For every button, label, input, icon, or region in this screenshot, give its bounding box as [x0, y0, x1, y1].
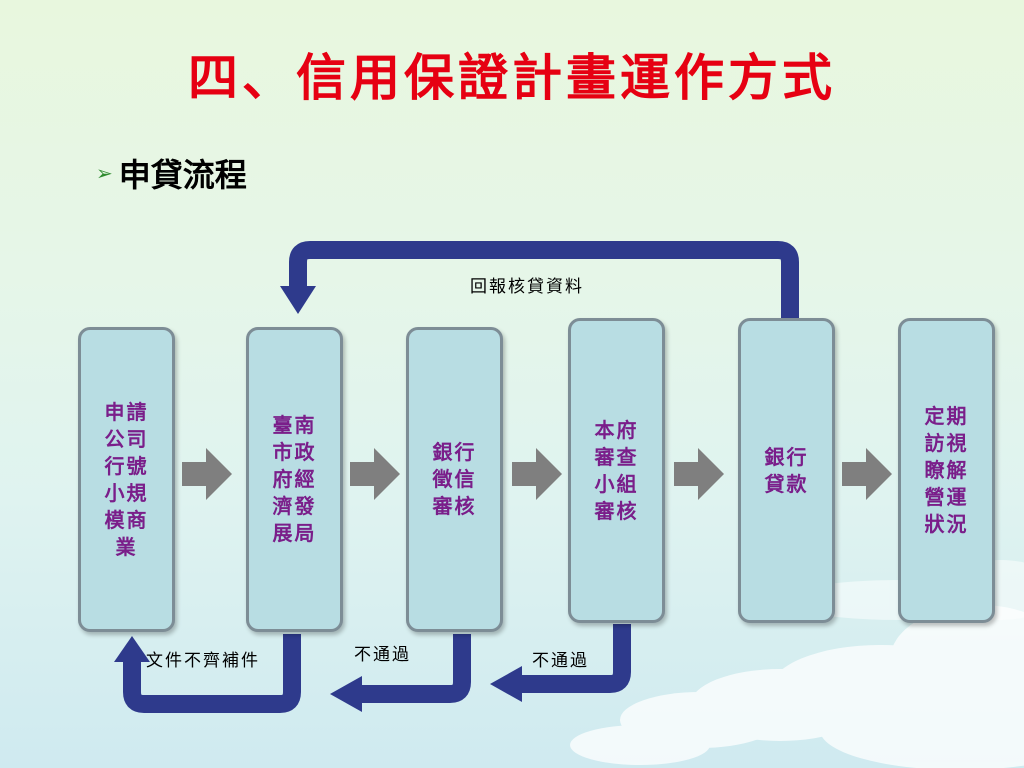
step-bank-loan-label: 銀行 貸款	[764, 444, 809, 496]
docs-incomplete-arrow	[114, 634, 301, 713]
step-visit-review: 定期 訪視 瞭解 營運 狀況	[898, 318, 995, 623]
forward-arrow-3	[512, 448, 562, 500]
fail-committee-label: 不通過	[532, 651, 589, 671]
bullet-text: 申貸流程	[118, 156, 247, 194]
arrow-bullet-icon: ➢	[96, 161, 113, 185]
report-back-arrow	[280, 241, 799, 318]
forward-arrow-4	[674, 448, 724, 500]
step-committee-review: 本府 審查 小組 審核	[568, 318, 665, 623]
report-back-label: 回報核貸資料	[470, 277, 584, 297]
fail-committee-arrow	[490, 624, 631, 702]
fail-bank-label: 不通過	[354, 645, 411, 665]
fail-bank-arrow	[330, 634, 471, 712]
step-bank-credit-review: 銀行 徵信 審核	[406, 327, 503, 632]
step-economic-bureau-label: 臺南 市政 府經 濟發 展局	[272, 413, 317, 545]
bullet-item: ➢ 申貸流程	[96, 150, 247, 196]
forward-arrow-5	[842, 448, 892, 500]
forward-arrow-1	[182, 448, 232, 500]
step-bank-loan: 銀行 貸款	[738, 318, 835, 623]
step-visit-review-label: 定期 訪視 瞭解 營運 狀況	[924, 404, 969, 536]
step-economic-bureau: 臺南 市政 府經 濟發 展局	[246, 327, 343, 632]
docs-incomplete-label: 文件不齊補件	[146, 651, 260, 671]
step-applicant-label: 申請 公司 行號 小規 模商 業	[104, 399, 149, 559]
forward-arrows	[182, 448, 892, 500]
step-committee-review-label: 本府 審查 小組 審核	[594, 417, 639, 523]
forward-arrow-2	[350, 448, 400, 500]
step-bank-credit-review-label: 銀行 徵信 審核	[432, 440, 477, 518]
slide-title: 四、信用保證計畫運作方式	[188, 48, 836, 107]
step-applicant: 申請 公司 行號 小規 模商 業	[78, 327, 175, 632]
